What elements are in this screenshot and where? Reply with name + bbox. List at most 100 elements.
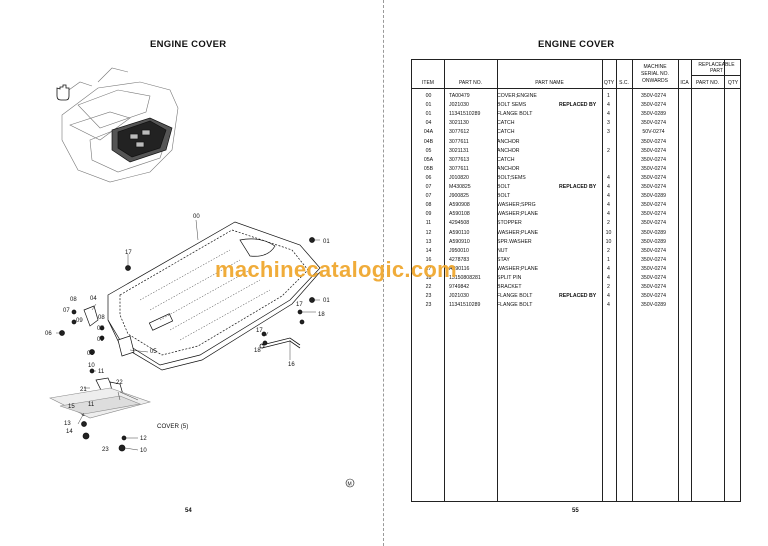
cell-part-no: J021030 — [449, 102, 469, 109]
right-page-number: 55 — [572, 508, 579, 514]
cell-qty: 2 — [607, 220, 610, 227]
header-sc: S.C. — [619, 80, 629, 86]
callout-16: 16 — [288, 362, 295, 368]
right-page-title: ENGINE COVER — [538, 39, 615, 50]
cell-serial: 350V-0274 — [640, 220, 667, 227]
callout-09: 09 — [76, 318, 83, 324]
cell-part-no: 3077613 — [449, 156, 470, 163]
callout-06: 06 — [45, 331, 52, 337]
cell-part-no: 11341510289 — [449, 111, 481, 118]
cell-serial: 350V-0274 — [640, 247, 667, 254]
cell-replaced-by: REPLACED BY — [559, 184, 597, 190]
cover-5-label: COVER (5) — [157, 423, 188, 430]
cell-item: 04 — [425, 120, 432, 127]
cell-serial: 350V-0274 — [640, 102, 667, 109]
callout-09: 09 — [97, 337, 104, 343]
callout-10: 10 — [140, 448, 147, 454]
cell-item: 23 — [425, 293, 432, 300]
header-serial-line3: ONWARDS — [642, 78, 668, 84]
cell-qty: 4 — [607, 111, 610, 118]
cell-part-name: CATCH — [497, 120, 515, 127]
cell-qty: 4 — [607, 174, 610, 181]
cell-part-name: FLANGE BOLT — [497, 111, 533, 118]
cell-part-name: BOLT — [497, 193, 511, 200]
cell-part-name: STAY — [497, 256, 510, 263]
cell-part-no: A590116 — [449, 265, 470, 272]
cell-part-no: 3021130 — [449, 120, 469, 127]
cell-part-name: STOPPER — [497, 220, 522, 227]
cell-serial: 350V-0274 — [640, 165, 667, 172]
callout-12: 12 — [140, 436, 147, 442]
leader-lines — [56, 219, 320, 451]
cell-part-no: A590908 — [449, 202, 470, 209]
cell-part-no: M430825 — [449, 184, 471, 190]
cell-qty: 10 — [605, 229, 612, 236]
cell-qty: 2 — [607, 284, 610, 291]
cell-part-no: 13150808281 — [449, 275, 481, 281]
callout-00: 00 — [193, 214, 200, 220]
cell-item: 22 — [425, 284, 432, 291]
callout-08: 08 — [98, 315, 105, 321]
cell-qty: 2 — [607, 147, 610, 154]
cell-serial: 350V-0274 — [640, 284, 667, 291]
callout-04: 04 — [90, 296, 97, 302]
right-page: ENGINE COVER 55 — [385, 0, 768, 546]
cell-qty: 4 — [607, 102, 610, 109]
cell-serial: 350V-0274 — [640, 184, 667, 190]
cell-item: 05 — [425, 147, 432, 154]
cell-part-no: A590910 — [449, 238, 470, 245]
header-item: ITEM — [422, 80, 434, 86]
cell-serial: 350V-0274 — [640, 275, 667, 281]
cell-part-no: J900825 — [449, 193, 469, 200]
cell-item: 12 — [425, 229, 432, 236]
cell-qty: 1 — [607, 93, 610, 99]
cell-part-name: ANCHOR — [497, 147, 520, 154]
cover-5-panel — [49, 387, 152, 419]
cell-qty: 1 — [607, 256, 610, 263]
header-part-no: PART NO. — [458, 80, 483, 86]
header-rep-part-no: PART NO. — [695, 80, 720, 86]
cell-part-no: 4278783 — [449, 256, 470, 263]
cell-item: 13 — [425, 238, 432, 245]
cell-part-no: 9749842 — [449, 284, 470, 291]
cell-serial: 350V-0274 — [640, 93, 667, 99]
cell-part-name: FLANGE BOLT — [497, 293, 533, 300]
callout-13: 13 — [64, 421, 71, 427]
left-page-number: 54 — [185, 508, 192, 514]
engine-cover-thumbnail — [111, 117, 173, 163]
cell-item: 06 — [425, 174, 432, 181]
cell-serial: 350V-0274 — [640, 174, 667, 181]
callout-07: 07 — [97, 326, 104, 332]
cell-item: 07 — [425, 184, 432, 190]
cell-part-name: WASHER;SPRG — [497, 202, 536, 209]
callout-11: 11 — [88, 402, 95, 408]
left-page-title: ENGINE COVER — [150, 39, 227, 50]
cell-item: 09 — [425, 211, 432, 218]
cell-qty: 4 — [607, 302, 610, 309]
m-symbol-icon — [345, 478, 355, 488]
left-page: ENGINE COVER — [0, 0, 383, 546]
cell-item: 01 — [425, 111, 432, 118]
header-rep-qty: QTY — [727, 80, 739, 86]
cell-item: 00 — [425, 93, 432, 99]
callout-18: 18 — [254, 348, 261, 354]
cell-part-name: ANCHOR — [497, 138, 520, 145]
callout-05: 05 — [150, 349, 157, 355]
cell-qty: 3 — [607, 120, 610, 127]
cell-part-name: SPR.WASHER — [497, 238, 532, 245]
cell-part-name: COVER;ENGINE — [497, 93, 537, 99]
cell-part-name: WASHER;PLANE — [497, 211, 539, 218]
header-serial-line2: SERIAL NO. — [641, 71, 669, 77]
